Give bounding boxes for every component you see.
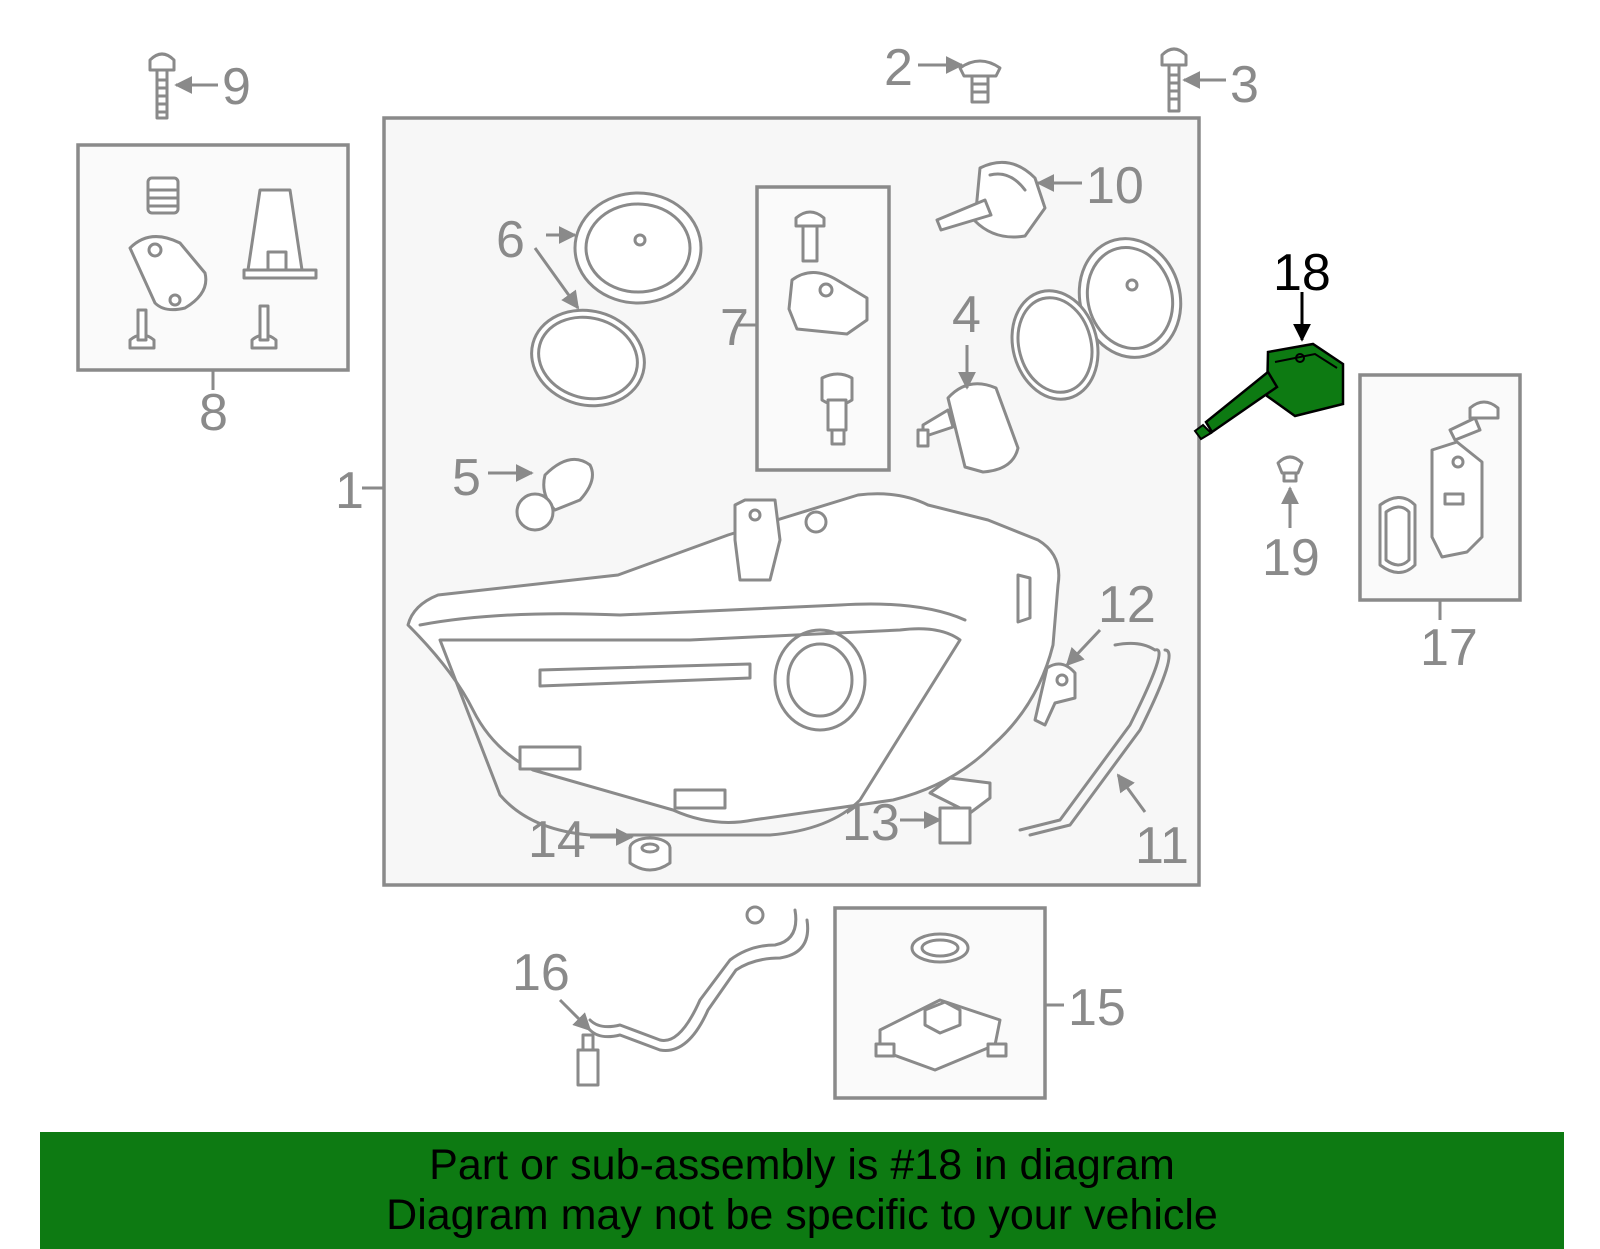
dust-cap-right-icon bbox=[1010, 237, 1183, 401]
ballast-15-icon bbox=[874, 932, 1008, 1072]
ballast-kit-17-icon bbox=[1378, 400, 1500, 574]
xenon-bulb-18-icon bbox=[1193, 342, 1345, 441]
bracket-kit-8-icon bbox=[128, 176, 318, 350]
banner-line-2: Diagram may not be specific to your vehi… bbox=[386, 1191, 1218, 1239]
callout-16: 16 bbox=[512, 944, 570, 1002]
dust-cap-6-icon bbox=[530, 191, 703, 408]
screw-9-icon bbox=[148, 52, 176, 120]
headlamp-body-icon bbox=[406, 492, 1061, 837]
harness-16-icon bbox=[576, 905, 810, 1087]
callout-9: 9 bbox=[222, 58, 251, 116]
screw-3-icon bbox=[1160, 47, 1188, 113]
callout-13: 13 bbox=[842, 794, 900, 852]
callout-3: 3 bbox=[1230, 56, 1259, 114]
callout-8: 8 bbox=[199, 384, 228, 442]
bulb-5-icon bbox=[515, 457, 594, 532]
callout-6: 6 bbox=[496, 211, 525, 269]
callout-7: 7 bbox=[720, 299, 749, 357]
callout-15: 15 bbox=[1068, 979, 1126, 1037]
callout-5: 5 bbox=[452, 449, 481, 507]
callout-2: 2 bbox=[884, 39, 913, 97]
callout-14: 14 bbox=[528, 811, 586, 869]
info-banner: Part or sub-assembly is #18 in diagram D… bbox=[40, 1132, 1564, 1249]
callout-12: 12 bbox=[1098, 576, 1156, 634]
callout-1: 1 bbox=[335, 462, 364, 520]
callout-10: 10 bbox=[1086, 157, 1144, 215]
callout-19: 19 bbox=[1262, 529, 1320, 587]
connector-12-icon bbox=[1033, 662, 1077, 727]
bulb-10-icon bbox=[935, 160, 1047, 239]
grommet-14-icon bbox=[628, 836, 672, 872]
callout-17: 17 bbox=[1420, 619, 1478, 677]
adjuster-kit-7-icon bbox=[787, 210, 869, 446]
clip-19-icon bbox=[1276, 455, 1304, 483]
seal-strip-11-icon bbox=[1018, 641, 1161, 832]
bracket-kit-box-8 bbox=[76, 143, 350, 372]
callout-11: 11 bbox=[1135, 817, 1189, 875]
banner-line-1: Part or sub-assembly is #18 in diagram bbox=[429, 1141, 1175, 1189]
callout-4: 4 bbox=[952, 286, 981, 344]
screw-2-icon bbox=[958, 59, 1002, 104]
clip-13-icon bbox=[928, 776, 992, 845]
callout-18: 18 bbox=[1273, 244, 1331, 302]
